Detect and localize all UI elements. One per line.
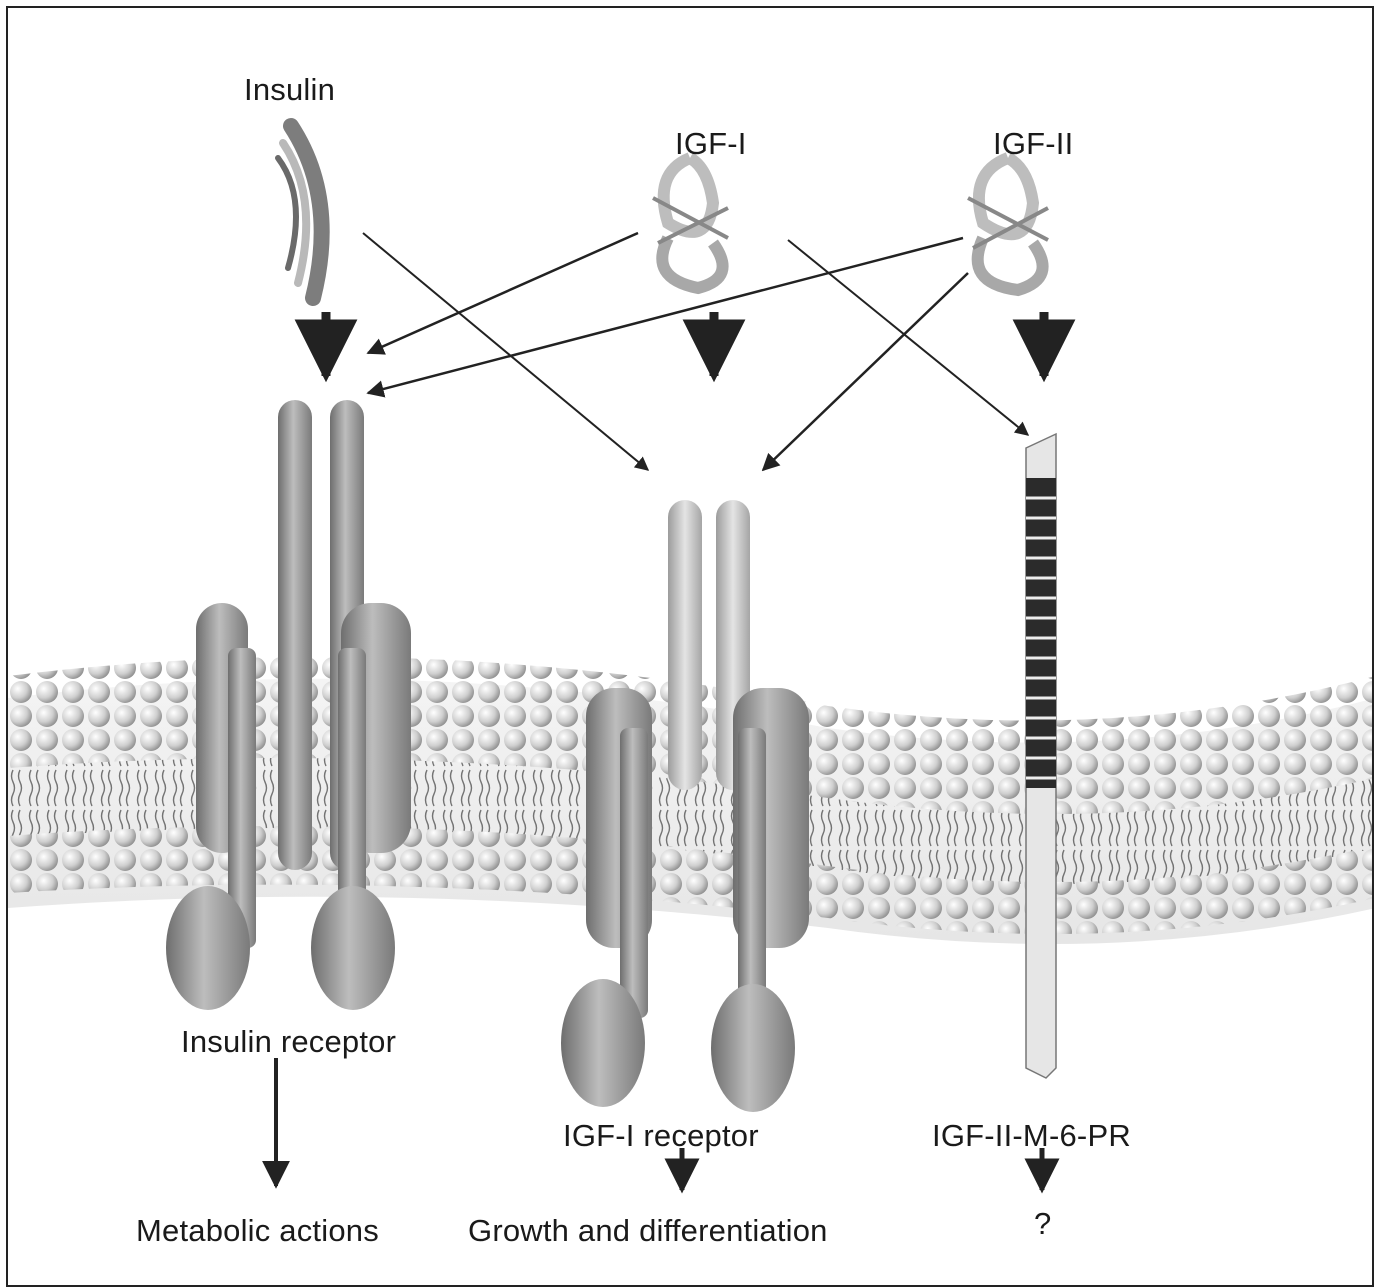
igf1-receptor-label: IGF-I receptor bbox=[563, 1118, 759, 1154]
igf2-label: IGF-II bbox=[993, 126, 1073, 162]
metabolic-actions-label: Metabolic actions bbox=[136, 1213, 379, 1249]
insulin-receptor-shape bbox=[166, 400, 411, 1010]
unknown-outcome-label: ? bbox=[1034, 1206, 1051, 1242]
igf2-m6pr-label: IGF-II-M-6-PR bbox=[932, 1118, 1131, 1154]
growth-differentiation-label: Growth and differentiation bbox=[468, 1213, 828, 1249]
igf1-label: IGF-I bbox=[675, 126, 747, 162]
igf2-molecule bbox=[968, 158, 1048, 290]
diagram-frame: Insulin IGF-I IGF-II Insulin receptor IG… bbox=[6, 6, 1374, 1287]
insulin-receptor-label: Insulin receptor bbox=[181, 1024, 396, 1060]
insulin-molecule bbox=[278, 126, 322, 298]
igf2-m6pr-shape bbox=[1026, 434, 1056, 1078]
insulin-label: Insulin bbox=[244, 72, 335, 108]
igf1-molecule bbox=[653, 158, 728, 288]
binding-arrows bbox=[326, 233, 1044, 470]
diagram-artwork bbox=[8, 8, 1374, 1287]
